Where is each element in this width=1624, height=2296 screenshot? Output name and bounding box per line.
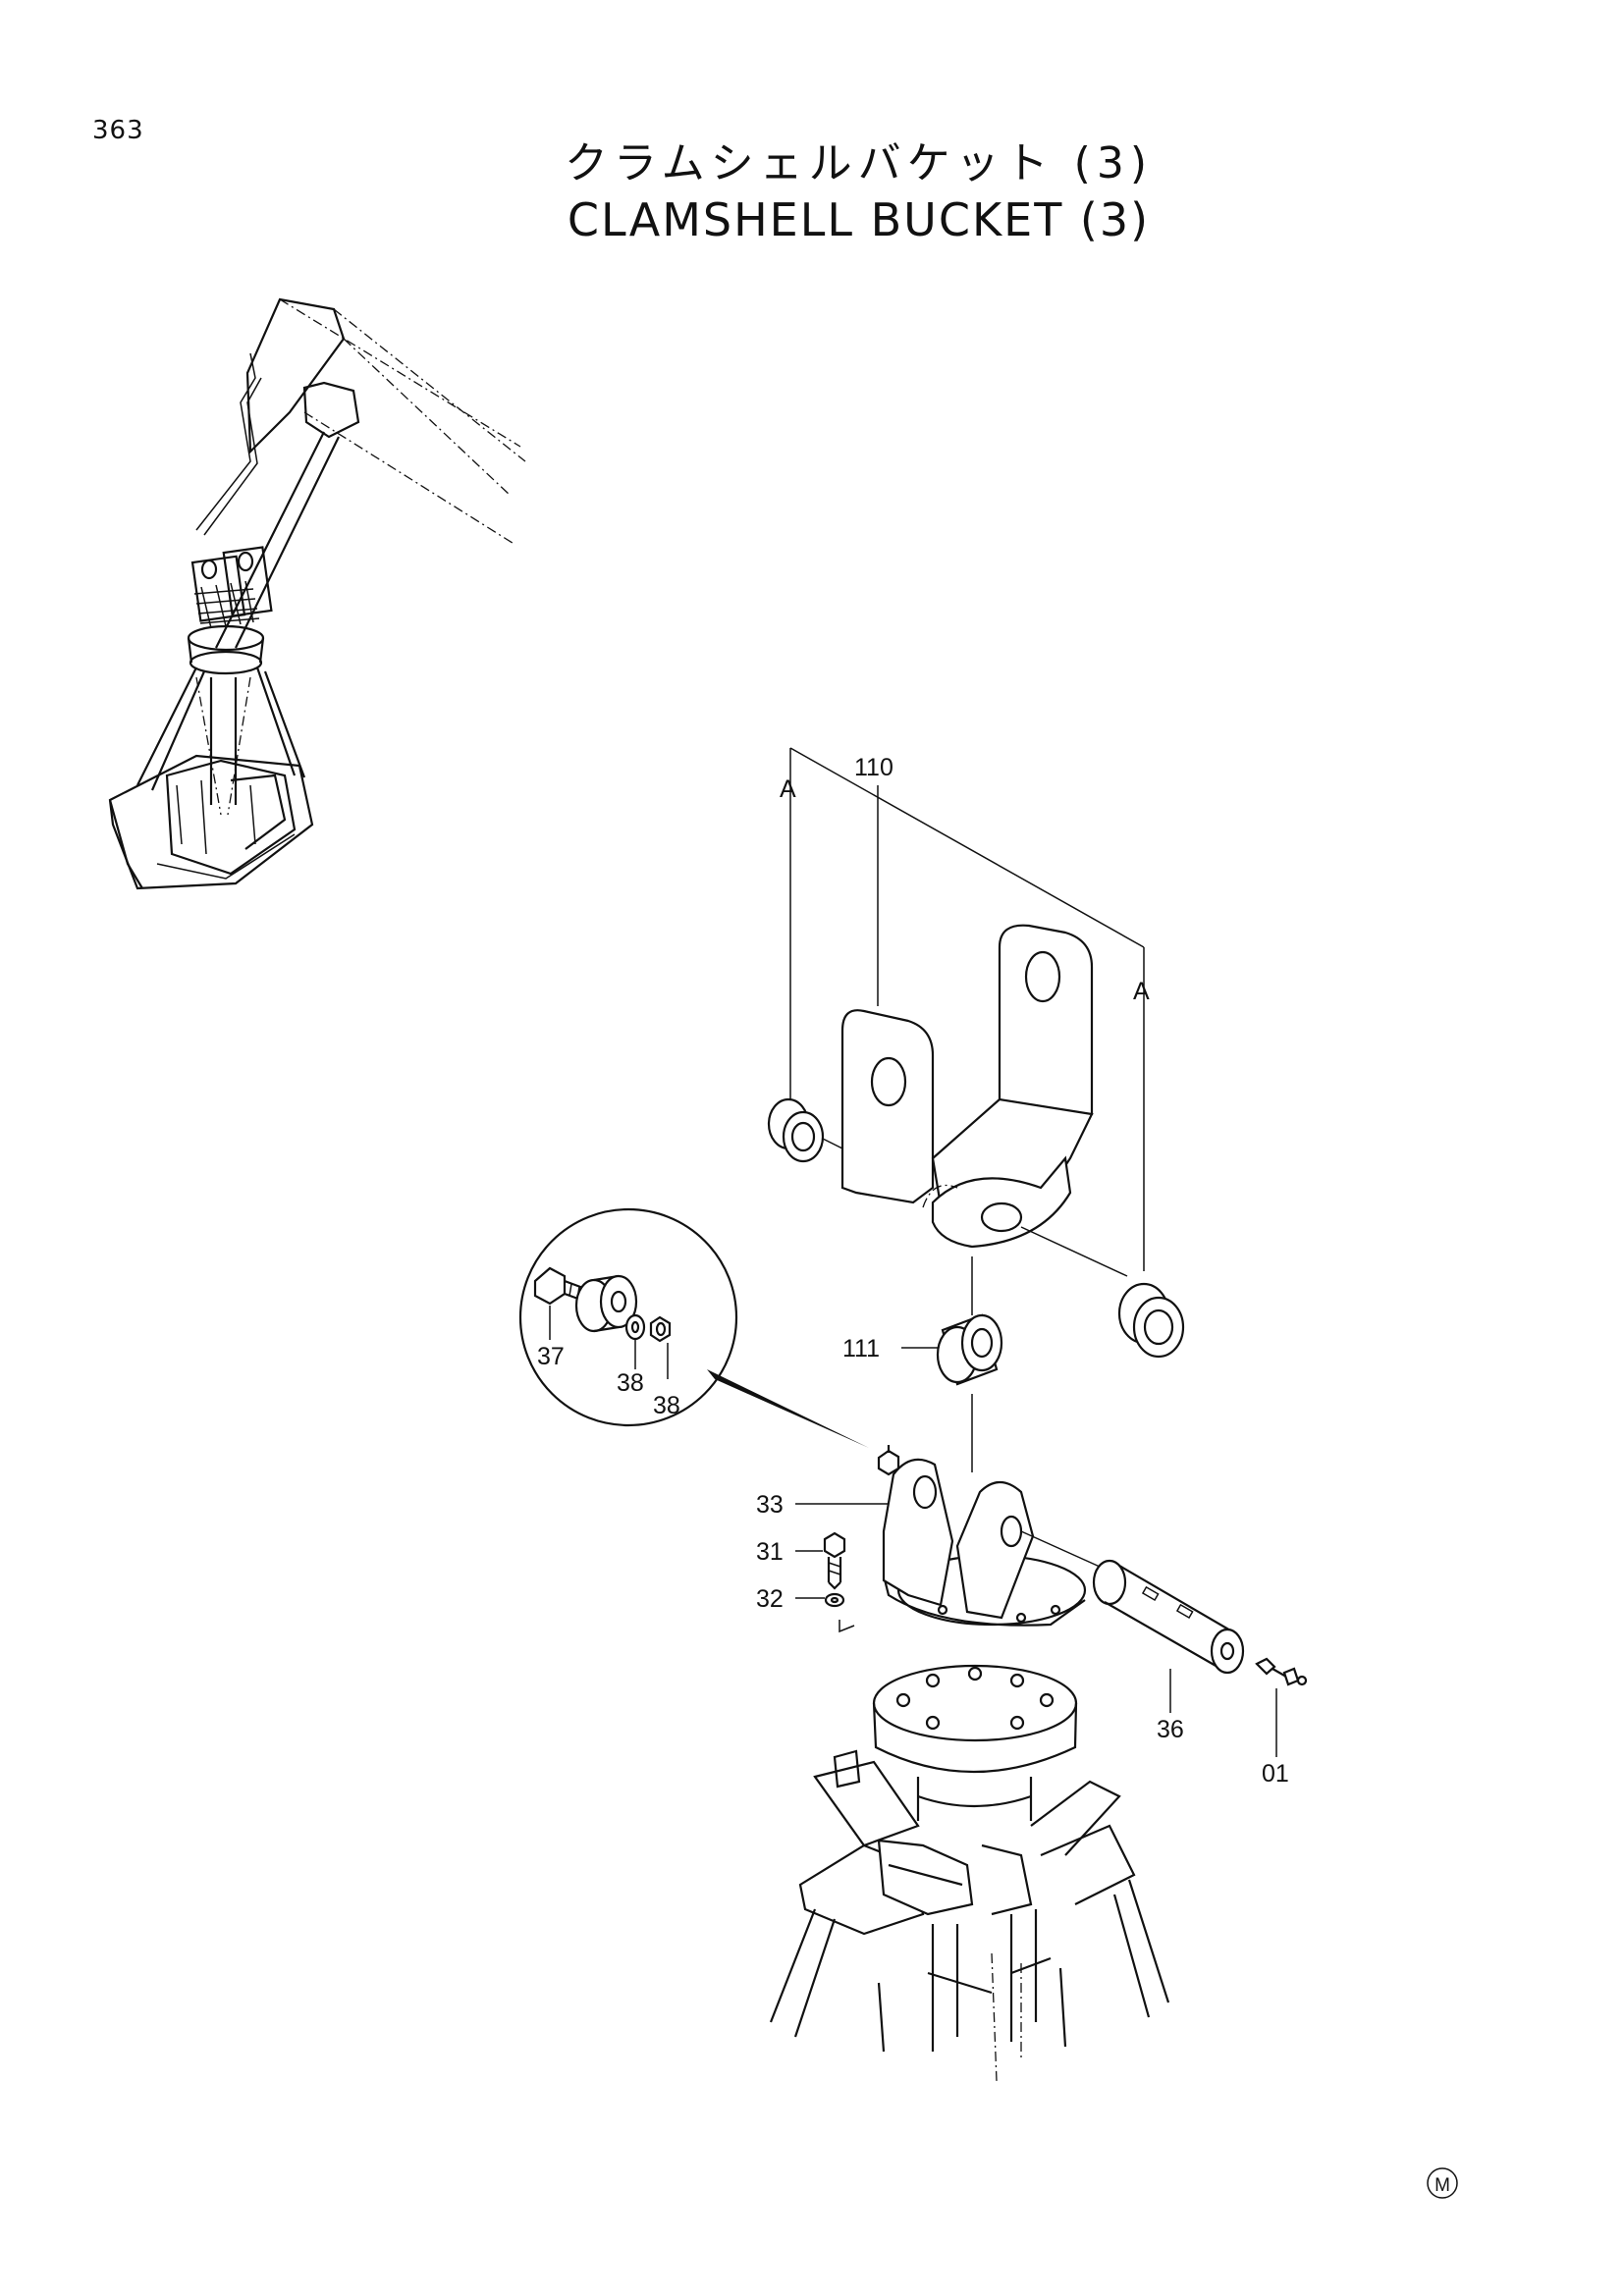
page-number: 363 [92,116,144,145]
label-38-nut: 38 [653,1392,680,1419]
clamshell-body [769,1664,1170,2082]
label-01: 01 [1262,1760,1289,1788]
label-31: 31 [756,1538,784,1566]
grease-fitting-01 [1255,1657,1308,1757]
title-english: CLAMSHELL BUCKET (3) [567,193,1151,246]
title-japanese: クラムシェルバケット (3) [565,138,1153,188]
detail-callout [518,1207,869,1448]
label-38-washer: 38 [617,1369,644,1397]
mount-bracket-33 [795,1445,1087,1633]
mark-letter: M [1435,2175,1450,2196]
bushing-111 [901,1256,1003,1472]
label-37: 37 [537,1343,565,1370]
label-a-right: A [1133,978,1150,1005]
label-36: 36 [1157,1716,1184,1743]
label-33: 33 [756,1491,784,1519]
label-32: 32 [756,1585,784,1613]
label-a-left: A [780,775,796,803]
label-111: 111 [842,1335,880,1362]
pin-36 [1020,1530,1245,1713]
circled-m-mark: M [1427,2167,1458,2199]
title-block: クラムシェルバケット (3) CLAMSHELL BUCKET (3) [0,135,1624,247]
bracket-110 [767,747,1185,1359]
overview-machine-sketch [108,297,526,890]
label-110: 110 [854,754,893,781]
